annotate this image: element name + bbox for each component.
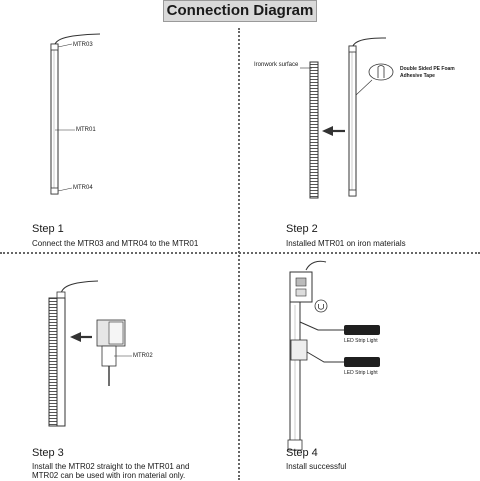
step2-mtr01-profile	[348, 45, 357, 197]
tape-label-line1: Double Sided PE Foam	[400, 66, 455, 72]
diagram-title: Connection Diagram	[163, 0, 317, 22]
led-strip-2	[344, 357, 380, 367]
step4-top-connector	[289, 271, 313, 303]
mtr02-connector	[96, 319, 126, 386]
mtr04-leader	[57, 187, 73, 192]
mtr03-leader	[57, 43, 73, 48]
tape-leader	[355, 79, 373, 96]
step2-title: Step 2	[286, 223, 318, 235]
led-strip-1	[344, 325, 380, 335]
step3-cable	[60, 280, 99, 296]
mtr03-label: MTR03	[73, 42, 93, 48]
horizontal-divider	[0, 252, 480, 254]
step2-description: Installed MTR01 on iron materials	[286, 239, 406, 248]
step3-illustration: MTR02	[48, 280, 153, 427]
step4-illustration: LED Strip Light LED Strip Light	[287, 260, 380, 451]
arrow-left-icon	[322, 126, 345, 136]
lock-icon	[314, 299, 328, 313]
step3-mtr01-profile	[56, 297, 66, 427]
led-strip-1-label: LED Strip Light	[344, 338, 378, 344]
step1-description: Connect the MTR03 and MTR04 to the MTR01	[32, 239, 199, 248]
ironwork-label: Ironwork surface	[254, 62, 299, 68]
mtr04-cap	[50, 187, 59, 195]
step3-title: Step 3	[32, 447, 64, 459]
step3-description-line2: MTR02 can be used with iron material onl…	[32, 471, 186, 480]
step4-end-cap	[287, 439, 303, 451]
mtr01-profile	[50, 43, 59, 195]
led-strip-2-label: LED Strip Light	[344, 370, 378, 376]
tape-detail-callout	[368, 63, 394, 81]
mtr03-cap	[50, 43, 59, 51]
step3-description-line1: Install the MTR02 straight to the MTR01 …	[32, 462, 190, 471]
step4-description: Install successful	[286, 462, 347, 471]
step1-illustration: MTR03 MTR01 MTR04	[50, 33, 101, 195]
step2-illustration: Ironwork surface Double Sided PE Foam Ad…	[254, 37, 455, 199]
vertical-divider	[238, 28, 240, 480]
step2-cable	[351, 37, 387, 51]
mtr04-label: MTR04	[73, 185, 93, 191]
step4-cable	[305, 260, 327, 271]
step3-iron-surface	[48, 297, 58, 427]
step4-title: Step 4	[286, 447, 318, 459]
step4-mid-connector	[290, 339, 308, 361]
tape-label-line2: Adhesive Tape	[400, 73, 435, 79]
arrow-left-icon	[70, 332, 92, 342]
mtr02-label: MTR02	[133, 353, 153, 359]
ironwork-surface	[309, 61, 319, 199]
step1-title: Step 1	[32, 223, 64, 235]
mtr01-label: MTR01	[76, 127, 96, 133]
